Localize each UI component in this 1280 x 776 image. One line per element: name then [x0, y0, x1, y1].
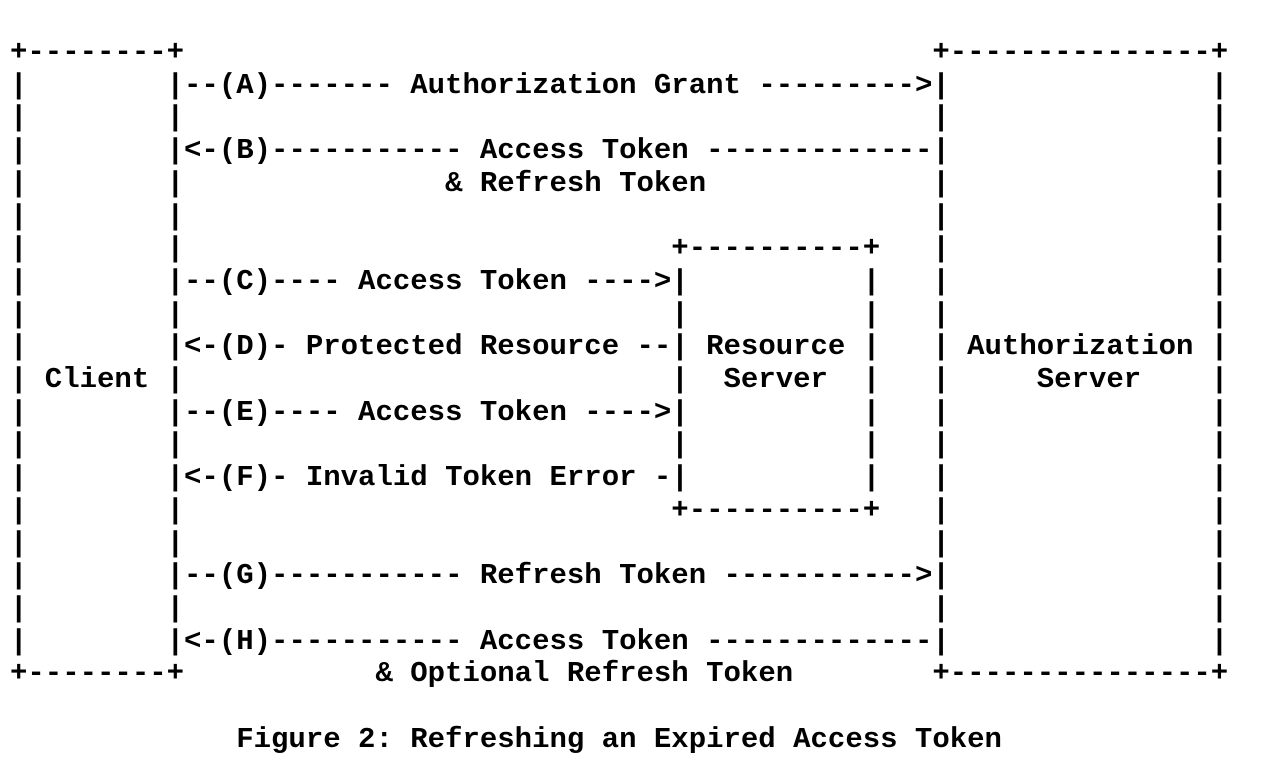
ascii-flow-diagram: +--------+ +---------------+ | |--(A)---…	[10, 36, 1229, 691]
figure-caption: Figure 2: Refreshing an Expired Access T…	[236, 722, 1002, 756]
oauth-refresh-token-figure: +--------+ +---------------+ | |--(A)---…	[10, 36, 1229, 756]
